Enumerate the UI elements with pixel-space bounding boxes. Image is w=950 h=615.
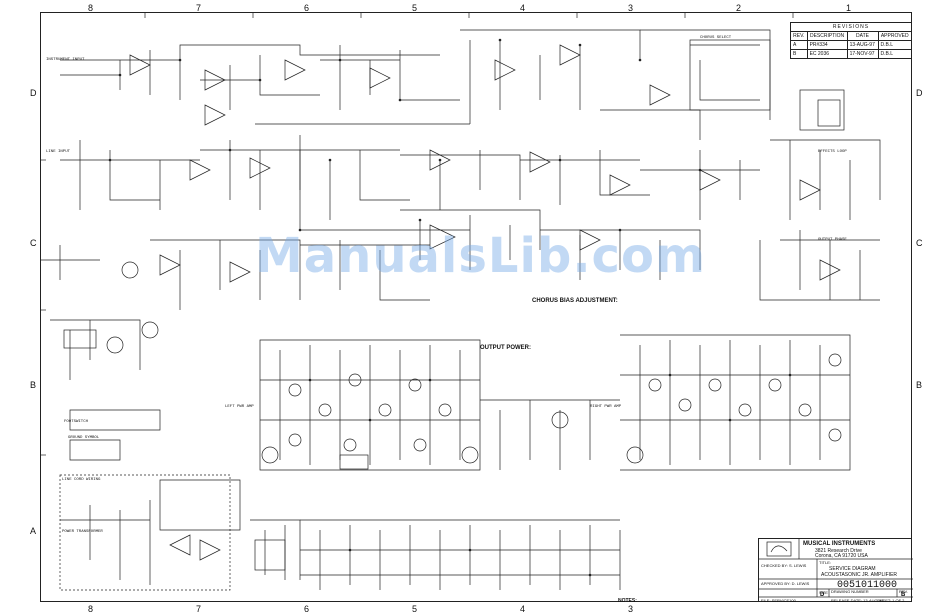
rev-cell: D.B.L: [877, 40, 912, 50]
label-line-cord-wiring: LINE CORD WIRING: [62, 478, 101, 482]
sheet-number: SHEET: 1 OF 2: [877, 598, 905, 603]
title-label: TITLE:: [819, 560, 832, 565]
zone-col-4-bottom: 4: [520, 604, 526, 614]
zone-col-7: 7: [196, 3, 202, 13]
drawing-number-label: DRAWING NUMBER: [831, 589, 869, 594]
rev-cell: A: [790, 40, 808, 50]
manualslib-watermark: ManualsLib.com: [255, 228, 706, 284]
label-right-amp: RIGHT PWR AMP: [590, 405, 622, 409]
checked-by: CHECKED BY: S. LEWIS: [761, 563, 807, 568]
company-address-1: 3821 Research Drive: [815, 548, 862, 554]
ground-symbol-label: GROUND SYMBOL: [68, 436, 100, 440]
file-name: FILE: SERVICE100: [761, 598, 796, 603]
zone-col-5-bottom: 5: [412, 604, 418, 614]
output-power-heading: OUTPUT POWER:: [480, 345, 531, 351]
revision-row: A PR#334 13-AUG-97 D.B.L: [790, 40, 912, 50]
zone-col-7-bottom: 7: [196, 604, 202, 614]
zone-col-6-bottom: 6: [304, 604, 310, 614]
release-date: RELEASE DATE: 13-AUG-97: [831, 598, 884, 603]
rev-cell: 13-AUG-97: [846, 40, 879, 50]
company-address-2: Corona, CA 91720 USA: [815, 553, 868, 559]
rev-header-approved: APPROVED: [877, 31, 912, 41]
zone-col-3-bottom: 3: [628, 604, 634, 614]
zone-col-2: 2: [736, 3, 742, 13]
zone-row-b-left: B: [30, 380, 37, 390]
drawing-border: [40, 12, 912, 602]
rev-cell: D.B.L: [877, 49, 912, 59]
rev-cell: B: [790, 49, 808, 59]
size-label: SIZE: [819, 590, 828, 595]
label-chorus-select: CHORUS SELECT: [700, 36, 732, 40]
label-power-transformer: POWER TRANSFORMER: [62, 530, 103, 534]
rev-cell: EC 2036: [806, 49, 848, 59]
rev-cell: 17-NOV-97: [846, 49, 879, 59]
rev-cell: PR#334: [806, 40, 848, 50]
rev-label: REV.: [899, 589, 908, 594]
title-block: MUSICAL INSTRUMENTS 3821 Research Drive …: [758, 538, 913, 603]
zone-col-8-bottom: 8: [88, 604, 94, 614]
label-footswitch: FOOTSWITCH: [64, 420, 89, 424]
zone-col-3: 3: [628, 3, 634, 13]
rev-header-date: DATE: [846, 31, 879, 41]
chorus-bias-heading: CHORUS BIAS ADJUSTMENT:: [532, 298, 618, 304]
title-block-grid: [759, 539, 913, 598]
approved-by: APPROVED BY: D. LEWIS: [761, 581, 810, 586]
zone-row-d-right: D: [916, 88, 923, 98]
zone-row-a-left: A: [30, 526, 37, 536]
zone-row-d-left: D: [30, 88, 37, 98]
zone-col-8: 8: [88, 3, 94, 13]
zone-col-1: 1: [846, 3, 852, 13]
title-line-2: ACOUSTASONIC JR. AMPLIFIER: [821, 572, 898, 578]
zone-col-5: 5: [412, 3, 418, 13]
zone-row-c-left: C: [30, 238, 37, 248]
size-value: D: [820, 592, 825, 598]
drawing-number: 0051011000: [837, 580, 898, 591]
notes-heading: NOTES:: [618, 598, 637, 604]
revision-row: B EC 2036 17-NOV-97 D.B.L: [790, 49, 912, 59]
rev-header-description: DESCRIPTION: [806, 31, 848, 41]
zone-col-6: 6: [304, 3, 310, 13]
zone-row-b-right: B: [916, 380, 923, 390]
zone-col-4: 4: [520, 3, 526, 13]
zone-row-c-right: C: [916, 238, 923, 248]
label-effects-loop: EFFECTS LOOP: [818, 150, 847, 154]
rev-header-rev: REV.: [790, 31, 808, 41]
rev-value: B: [901, 592, 906, 598]
label-left-amp: LEFT PWR AMP: [225, 405, 254, 409]
title-line-1: SERVICE DIAGRAM: [829, 566, 876, 572]
revisions-table: REVISIONS REV. DESCRIPTION DATE APPROVED…: [790, 22, 912, 59]
label-line-input: LINE INPUT: [46, 150, 71, 154]
label-output-phase: OUTPUT PHASE: [818, 238, 847, 242]
label-instrument-input: INSTRUMENT INPUT: [46, 58, 85, 62]
revisions-title: REVISIONS: [790, 22, 912, 32]
company-name: MUSICAL INSTRUMENTS: [803, 541, 876, 547]
